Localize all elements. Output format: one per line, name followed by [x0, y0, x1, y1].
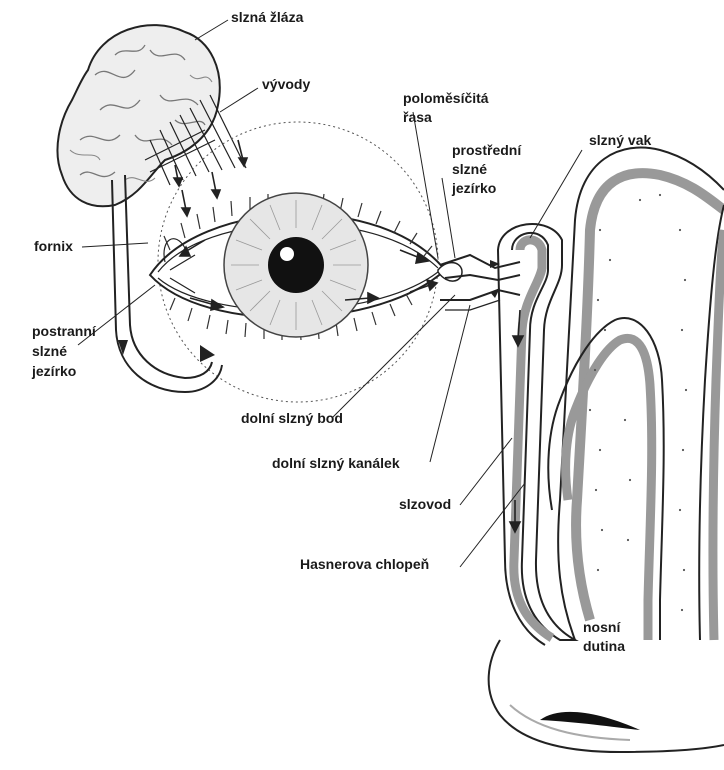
nose	[489, 640, 724, 752]
pupil	[268, 237, 324, 293]
label-lateral-lake-line2: slzné	[32, 343, 67, 359]
label-plica-line2: řasa	[403, 109, 432, 125]
label-lacus-line2: slzné	[452, 161, 487, 177]
label-lateral-lake-line1: postranní	[32, 323, 97, 339]
pupil-highlight	[280, 247, 294, 261]
label-ducts: vývody	[262, 76, 310, 92]
label-fornix: fornix	[34, 238, 73, 254]
label-plica-line1: poloměsíčitá	[403, 90, 489, 106]
label-canaliculus: dolní slzný kanálek	[272, 455, 400, 471]
label-nasolacrimal-duct: slzovod	[399, 496, 451, 512]
eye	[150, 193, 462, 340]
nasal-lacrimal-structure	[498, 148, 724, 645]
label-lateral-lake-line3: jezírko	[31, 363, 76, 379]
mucosa-stipple	[589, 194, 687, 611]
label-lacus-line1: prostřední	[452, 142, 522, 158]
label-lacrimal-gland: slzná žláza	[231, 9, 304, 25]
label-lacus-line3: jezírko	[451, 180, 496, 196]
label-punctum: dolní slzný bod	[241, 410, 343, 426]
lacrimal-gland	[57, 25, 219, 206]
label-nasal-cavity-line1: nosní	[583, 619, 621, 635]
label-lacrimal-sac: slzný vak	[589, 132, 651, 148]
label-nasal-cavity-line2: dutina	[583, 638, 625, 654]
label-hasner-valve: Hasnerova chlopeň	[300, 556, 429, 572]
